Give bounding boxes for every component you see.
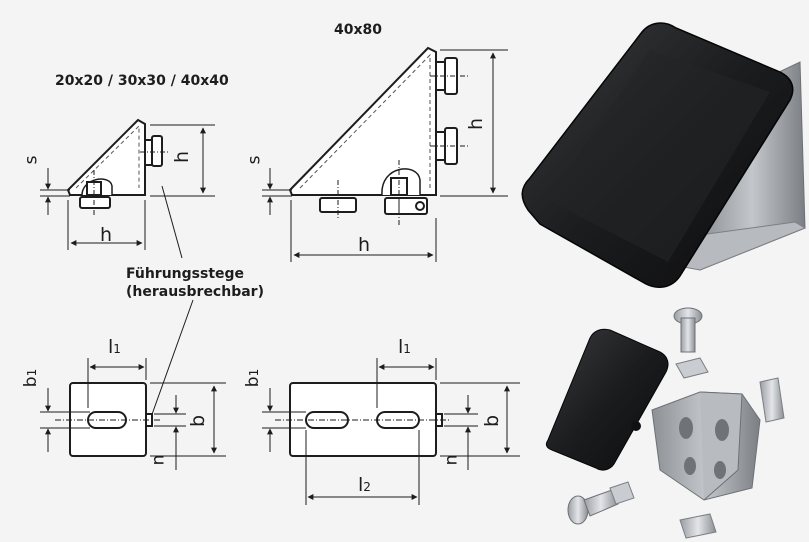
dim-b1-small-letter: b bbox=[21, 376, 42, 388]
size-label-large: 40x80 bbox=[334, 22, 382, 38]
large-bracket-top-view bbox=[275, 382, 450, 457]
large-dimension-lines bbox=[262, 49, 508, 262]
dim-l1-small-letter: l bbox=[108, 336, 114, 358]
small-bracket-top-view bbox=[55, 382, 160, 457]
covered-bracket-photo bbox=[521, 22, 807, 289]
dim-s-large: s bbox=[244, 155, 265, 165]
large-bracket-side-view bbox=[288, 46, 470, 225]
guide-label-line1: Führungsstege bbox=[126, 266, 245, 282]
guide-leader-lines bbox=[149, 185, 194, 421]
dim-b1-small: b1 bbox=[21, 369, 41, 387]
dim-b-small: b bbox=[187, 414, 210, 428]
dim-b1-large: b1 bbox=[243, 369, 263, 387]
exploded-kit-photo bbox=[545, 307, 785, 539]
dim-l1-large-sub: 1 bbox=[403, 342, 411, 356]
dim-b-large: b bbox=[481, 414, 504, 428]
dim-l1-small-sub: 1 bbox=[113, 342, 121, 356]
dim-h-large-vertical: h bbox=[465, 117, 488, 131]
dim-l1-small: l1 bbox=[108, 336, 121, 358]
dim-b1-large-sub: 1 bbox=[247, 368, 262, 377]
dim-b1-small-sub: 1 bbox=[25, 368, 40, 377]
guide-label-line2: (herausbrechbar) bbox=[126, 284, 264, 300]
dim-h-large-horizontal: h bbox=[358, 234, 371, 256]
dim-l1-large: l1 bbox=[398, 336, 411, 358]
dim-n-large: n bbox=[441, 454, 462, 466]
dim-l2-large-sub: 2 bbox=[363, 480, 371, 494]
dim-l2-large: l2 bbox=[358, 474, 371, 496]
dim-h-small-vertical: h bbox=[171, 150, 194, 164]
dim-n-small: n bbox=[148, 454, 169, 466]
dim-l2-large-letter: l bbox=[358, 474, 364, 496]
small-bracket-side-view bbox=[66, 118, 170, 215]
large-top-dimension-lines bbox=[262, 358, 520, 505]
size-label-small: 20x20 / 30x30 / 40x40 bbox=[55, 73, 229, 89]
dim-h-small-horizontal: h bbox=[100, 224, 113, 246]
dim-l1-large-letter: l bbox=[398, 336, 404, 358]
small-dimension-lines bbox=[40, 124, 215, 250]
small-top-dimension-lines bbox=[40, 358, 226, 470]
dim-s-small: s bbox=[21, 155, 42, 165]
dim-b1-large-letter: b bbox=[243, 376, 264, 388]
